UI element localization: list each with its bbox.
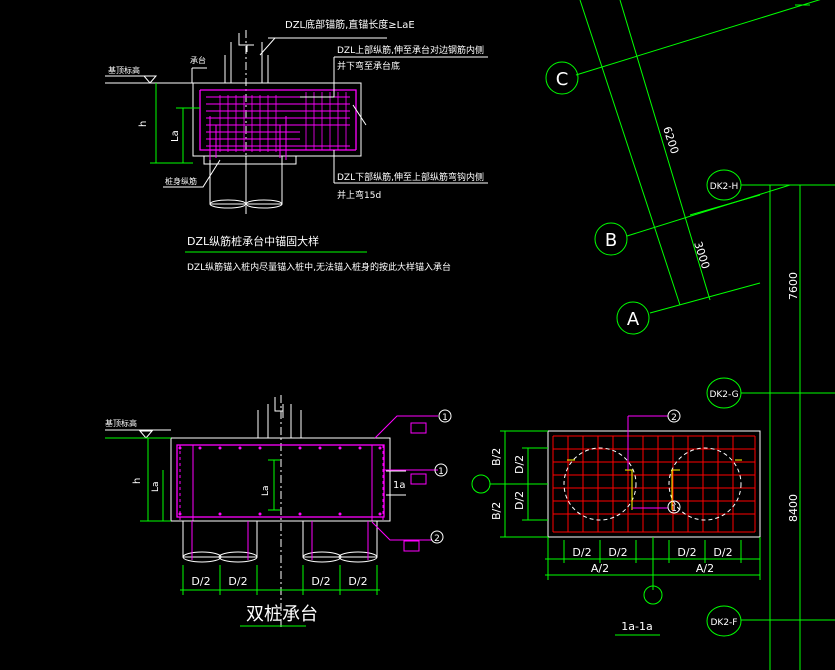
label-cap: 承台	[190, 55, 206, 65]
dim-la: La	[170, 130, 181, 142]
note-bottom-bar-1: DZL下部纵筋,伸至上部纵筋弯钩内侧	[337, 171, 484, 183]
note-bottom-bar-2: 并上弯15d	[337, 189, 381, 201]
plan-callout-2: 2	[671, 413, 677, 423]
dim-6200: 6200	[660, 125, 681, 156]
section-dim-d2: D/2	[228, 575, 247, 588]
axis-c-label: C	[556, 69, 569, 90]
dim-h: h	[138, 121, 149, 127]
plan-dim-bottom-d4: D/2	[713, 546, 732, 559]
top-detail-title: DZL纵筋桩承台中锚固大样	[187, 234, 319, 248]
dim-8400: 8400	[787, 494, 800, 522]
section-dim-la-left: La	[151, 481, 161, 492]
plan-dim-bottom-d3: D/2	[677, 546, 696, 559]
section-title: 双桩承台	[246, 604, 318, 625]
plan-callout-1: 1	[671, 504, 677, 514]
tag-dk2-f: DK2-F	[711, 618, 738, 628]
section-mark: 1a	[393, 480, 406, 491]
plan-dim-d2: D/2	[513, 491, 526, 510]
section-dim-h: h	[132, 478, 143, 484]
plan-dim-b1: B/2	[490, 448, 503, 466]
plan-dim-bottom-d2: D/2	[608, 546, 627, 559]
plan-dim-bottom-d1: D/2	[572, 546, 591, 559]
dim-3000: 3000	[691, 240, 712, 271]
callout-1b: 1	[438, 467, 444, 477]
axis-grid: C B A 6200 3000 7600 8400 DK2-H DK2-G DK…	[545, 0, 835, 670]
section-dim-la-mid: La	[261, 485, 271, 496]
axis-a-label: A	[627, 309, 640, 330]
plan-dim-a1: A/2	[591, 562, 609, 575]
plan-section-label: 1a-1a	[621, 620, 652, 633]
dim-7600: 7600	[787, 272, 800, 300]
label-pile-bar: 桩身纵筋	[165, 176, 197, 186]
note-dzl-anchor: DZL底部锚筋,直锚长度≥LaE	[285, 18, 415, 31]
tag-dk2-h: DK2-H	[710, 182, 739, 192]
plan-dim-b2: B/2	[490, 502, 503, 520]
note-top-bar-1: DZL上部纵筋,伸至承台对边钢筋内侧	[337, 44, 484, 56]
section-dim-d1: D/2	[191, 575, 210, 588]
plan-dim-d1: D/2	[513, 455, 526, 474]
plan-dim-a2: A/2	[696, 562, 714, 575]
note-top-bar-2: 并下弯至承台底	[337, 60, 400, 72]
plan-detail: 2 1 B/2 B/2 D/2 D/2 D/2 D/2 D/2 D/2 A/2 …	[471, 409, 761, 636]
axis-b-label: B	[605, 230, 617, 251]
top-detail: DZL底部锚筋,直锚长度≥LaE DZL上部纵筋,伸至承台对边钢筋内侧 并下弯至…	[105, 18, 488, 273]
section-dim-d4: D/2	[348, 575, 367, 588]
section-dim-d3: D/2	[311, 575, 330, 588]
callout-2: 2	[434, 534, 440, 544]
section-base-elev: 基顶标高	[105, 418, 137, 428]
top-detail-subtitle: DZL纵筋锚入桩内尽量锚入桩中,无法锚入桩身的按此大样锚入承台	[187, 261, 451, 273]
tag-dk2-g: DK2-G	[709, 390, 738, 400]
section-detail: 基顶标高 h La La 1 1 2 1a D/2 D/2 D/2 D/2 双桩…	[105, 395, 452, 630]
label-base-elev: 基顶标高	[108, 65, 140, 75]
callout-1a: 1	[442, 413, 448, 423]
